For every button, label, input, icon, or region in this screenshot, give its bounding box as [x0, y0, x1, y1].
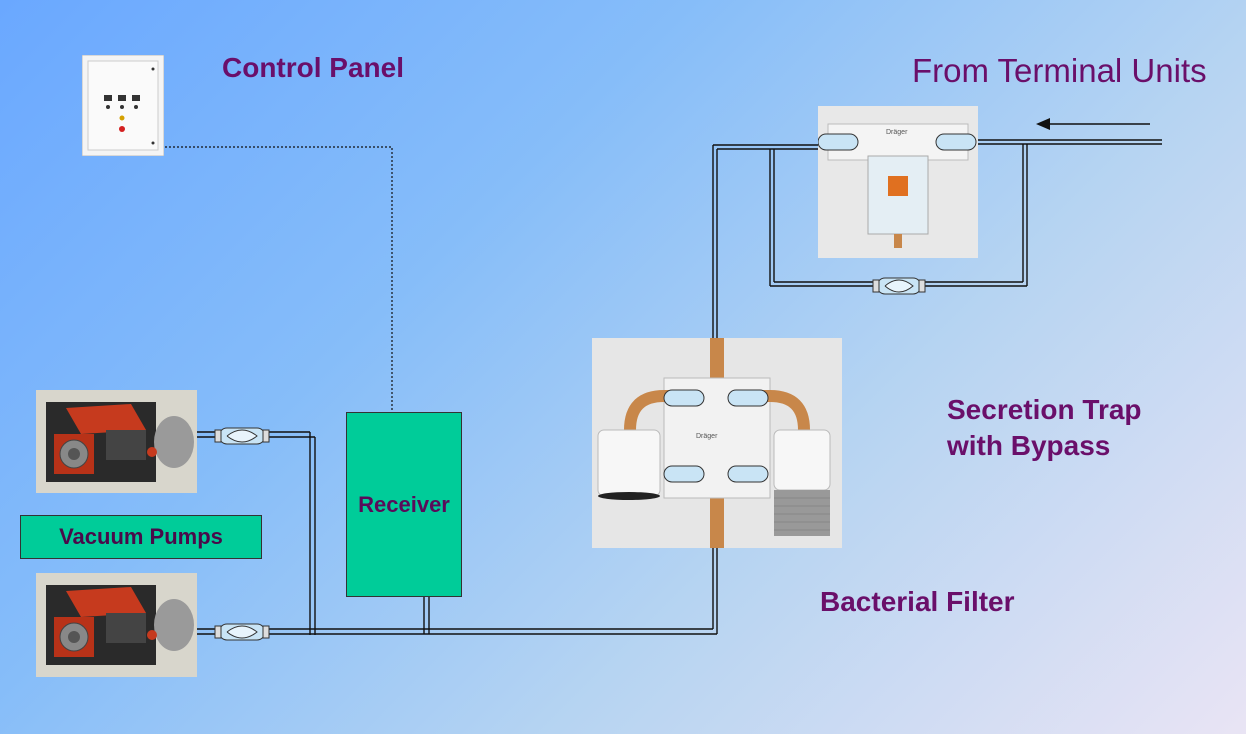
- terminal-units-label: From Terminal Units: [912, 52, 1207, 89]
- connector-icon: [214, 427, 270, 445]
- bacterial-filter-label: Bacterial Filter: [820, 586, 1015, 617]
- secretion-trap-label: Secretion Trap with Bypass: [947, 392, 1142, 464]
- receiver-label: Receiver: [358, 491, 450, 517]
- control-panel-image: [82, 55, 164, 156]
- connector-icons: [214, 277, 926, 641]
- receiver-tank: Receiver: [346, 412, 462, 597]
- vacuum-pumps-box: Vacuum Pumps: [20, 515, 262, 559]
- connector-icon: [214, 623, 270, 641]
- flow-arrow-icon: [1036, 118, 1050, 130]
- control-panel-label: Control Panel: [222, 52, 405, 83]
- trap-brand-text: Dräger: [886, 129, 908, 136]
- secretion-trap-label-line2: with Bypass: [947, 430, 1111, 461]
- vacuum-pipes: [197, 139, 1162, 635]
- secretion-trap-image: Dräger: [818, 106, 978, 258]
- filter-connector-icons: [663, 389, 769, 483]
- control-signal-wire: [137, 146, 393, 412]
- vacuum-pumps-label: Vacuum Pumps: [59, 524, 223, 549]
- trap-connector-icons: [818, 133, 977, 151]
- secretion-trap-label-line1: Secretion Trap: [947, 394, 1142, 425]
- vacuum-pump-image: [36, 573, 197, 677]
- filter-brand-text: Dräger: [696, 433, 718, 440]
- connector-icon: [872, 277, 926, 295]
- bacterial-filter-image: Dräger: [592, 338, 842, 548]
- vacuum-pump-image: [36, 390, 197, 493]
